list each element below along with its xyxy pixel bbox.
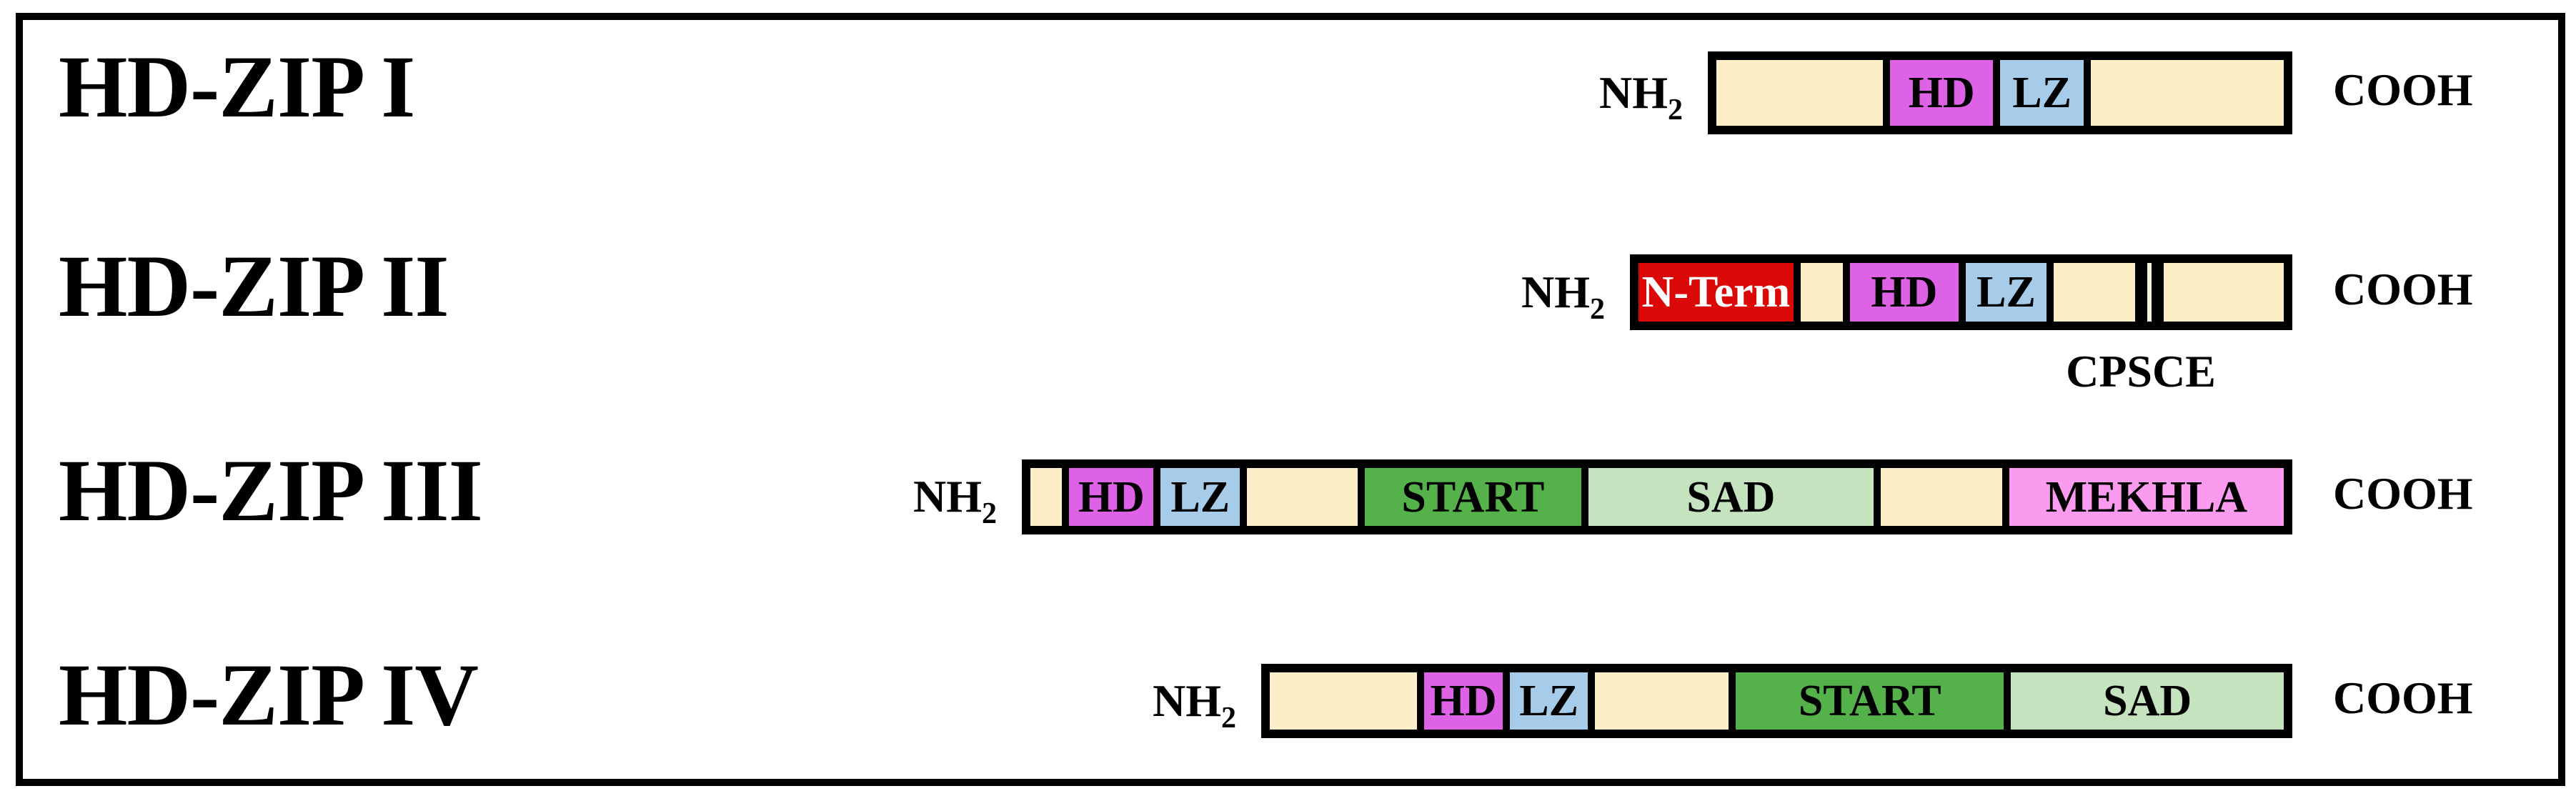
protein-bar: HD LZ bbox=[1708, 51, 2292, 134]
domain-segment-backbone bbox=[1270, 672, 1418, 730]
divider-stripe bbox=[2147, 263, 2152, 322]
nh2-subscript: 2 bbox=[982, 497, 997, 530]
figure-border-frame bbox=[16, 13, 2565, 786]
protein-bar: HD LZ START SAD bbox=[1261, 664, 2292, 738]
family-label: HD-ZIP IV bbox=[59, 646, 479, 744]
nh2-text: NH bbox=[1521, 267, 1590, 317]
cooh-label: COOH bbox=[2333, 672, 2473, 723]
nh2-subscript: 2 bbox=[1590, 293, 1605, 326]
nh2-text: NH bbox=[1599, 67, 1668, 118]
domain-segment-mekhla: MEKHLA bbox=[2009, 468, 2284, 526]
domain-label: HD bbox=[1908, 69, 1975, 117]
domain-label: HD bbox=[1078, 472, 1145, 522]
domain-label: LZ bbox=[1976, 268, 2036, 317]
family-label: HD-ZIP III bbox=[59, 442, 483, 539]
nh2-label: NH2 bbox=[1454, 67, 1683, 126]
domain-label: HD bbox=[1871, 268, 1938, 317]
domain-label: LZ bbox=[1519, 677, 1578, 725]
family-label: HD-ZIP II bbox=[59, 237, 449, 335]
nh2-text: NH bbox=[913, 471, 982, 522]
domain-segment-backbone bbox=[2164, 263, 2284, 322]
nh2-subscript: 2 bbox=[1668, 94, 1683, 126]
cooh-label: COOH bbox=[2333, 264, 2473, 314]
domain-segment-hd: HD bbox=[1890, 60, 1993, 126]
domain-segment-start: START bbox=[1736, 672, 2004, 730]
domain-segment-backbone bbox=[2091, 60, 2284, 126]
domain-segment-lz: LZ bbox=[1160, 468, 1240, 526]
domain-label: MEKHLA bbox=[2045, 472, 2248, 522]
domain-segment-backbone bbox=[1800, 263, 1843, 322]
protein-bar: HD LZ START SAD MEKHLA bbox=[1022, 459, 2292, 534]
domain-segment-lz: LZ bbox=[1966, 263, 2047, 322]
domain-label: START bbox=[1401, 472, 1545, 522]
domain-segment-backbone bbox=[1030, 468, 1063, 526]
nh2-text: NH bbox=[1153, 675, 1221, 726]
nh2-label: NH2 bbox=[768, 474, 997, 529]
nh2-label: NH2 bbox=[1376, 267, 1605, 326]
domain-segment-backbone bbox=[2053, 263, 2135, 322]
domain-segment-lz: LZ bbox=[1999, 60, 2084, 126]
domain-label: LZ bbox=[2012, 69, 2072, 117]
family-label: HD-ZIP I bbox=[59, 38, 415, 136]
domain-segment-lz: LZ bbox=[1509, 672, 1588, 730]
domain-segment-nterm: N-Term bbox=[1638, 263, 1794, 322]
domain-label: SAD bbox=[2103, 677, 2192, 725]
domain-label: START bbox=[1798, 677, 1941, 725]
domain-segment-backbone bbox=[1595, 672, 1729, 730]
protein-bar: N-Term HD LZ bbox=[1630, 254, 2292, 330]
domain-segment-backbone bbox=[1880, 468, 2002, 526]
cooh-label: COOH bbox=[2333, 468, 2473, 519]
domain-segment-hd: HD bbox=[1069, 468, 1154, 526]
domain-segment-sad: SAD bbox=[1588, 468, 1874, 526]
domain-label: HD bbox=[1430, 677, 1497, 725]
cpsce-divider bbox=[2142, 263, 2157, 322]
domain-segment-backbone bbox=[1716, 60, 1884, 126]
domain-label: LZ bbox=[1170, 472, 1230, 522]
domain-segment-sad: SAD bbox=[2011, 672, 2284, 730]
domain-segment-backbone bbox=[1247, 468, 1358, 526]
domain-segment-hd: HD bbox=[1424, 672, 1503, 730]
cpsce-label: CPSCE bbox=[2066, 346, 2216, 397]
domain-label: SAD bbox=[1686, 472, 1776, 522]
nh2-label: NH2 bbox=[1008, 675, 1236, 735]
nh2-subscript: 2 bbox=[1221, 702, 1236, 735]
domain-segment-hd: HD bbox=[1849, 263, 1959, 322]
domain-label: N-Term bbox=[1641, 268, 1791, 317]
domain-segment-start: START bbox=[1364, 468, 1581, 526]
cooh-label: COOH bbox=[2333, 64, 2473, 115]
